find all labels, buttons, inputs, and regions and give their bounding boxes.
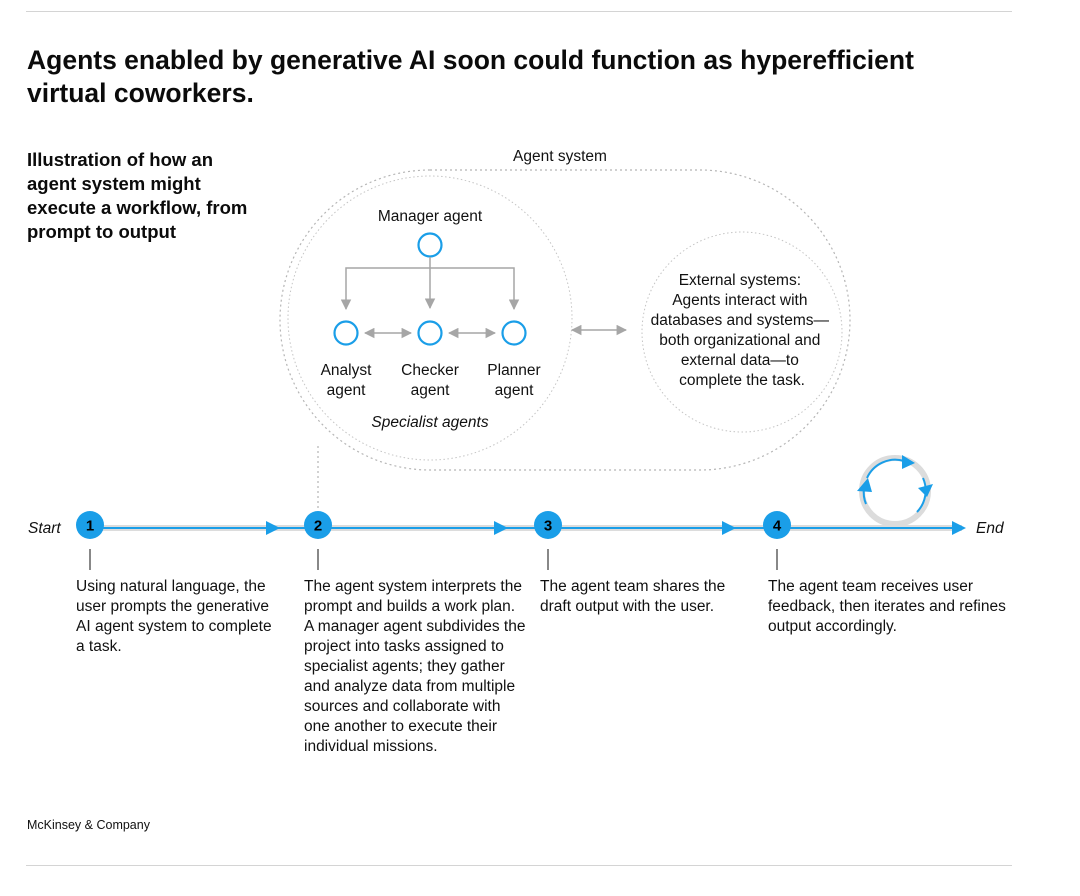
step-1-description: Using natural language, the user prompts…: [76, 578, 272, 655]
checker-agent-label-line2: agent: [411, 382, 450, 399]
step-2-description: The agent system interprets the prompt a…: [304, 578, 526, 755]
agent-hierarchy-circle: [287, 175, 573, 461]
timeline-end-arrow: [952, 521, 966, 535]
top-rule: [26, 11, 1012, 12]
step-4-description: The agent team receives user feedback, t…: [768, 578, 1006, 635]
feedback-loop-icon: [857, 455, 933, 527]
page-subtitle: Illustration of how an agent system migh…: [27, 149, 248, 242]
step-2-number: 2: [314, 518, 322, 535]
step-4-marker: [763, 511, 791, 539]
start-label: Start: [28, 520, 61, 537]
timeline-arrow: [494, 521, 508, 535]
analyst-agent-label-line1: Analyst: [321, 362, 373, 379]
analyst-agent-label-line2: agent: [327, 382, 366, 399]
step-1-number: 1: [86, 518, 94, 535]
specialist-agents-caption: Specialist agents: [371, 414, 488, 431]
page-title: Agents enabled by generative AI soon cou…: [27, 45, 914, 108]
agent-system-label: Agent system: [513, 148, 607, 165]
external-systems-line: both organizational and: [659, 332, 820, 349]
external-systems-text: External systems: Agents interact with d…: [651, 272, 834, 389]
timeline-arrow: [266, 521, 280, 535]
timeline-arrow: [722, 521, 736, 535]
planner-agent-label-line1: Planner: [487, 362, 540, 379]
external-systems-line: Agents interact with: [672, 292, 807, 309]
manager-branch-connector: [345, 267, 515, 308]
step-1-marker: [76, 511, 104, 539]
external-systems-line: databases and systems—: [651, 312, 830, 329]
planner-agent-node: [501, 320, 527, 346]
bottom-rule: [26, 865, 1012, 866]
step-2-marker: [304, 511, 332, 539]
source-credit: McKinsey & Company: [27, 818, 150, 832]
step-3-description: The agent team shares the draft output w…: [540, 578, 726, 615]
checker-agent-node: [417, 320, 443, 346]
external-systems-line: External systems:: [679, 272, 801, 289]
external-systems-line: external data—to: [681, 352, 799, 369]
agent-system-boundary: [279, 169, 851, 471]
manager-agent-label: Manager agent: [378, 208, 483, 225]
external-systems-line: complete the task.: [679, 372, 805, 389]
step-3-marker: [534, 511, 562, 539]
manager-agent-node: [417, 232, 443, 258]
end-label: End: [976, 520, 1005, 537]
analyst-agent-node: [333, 320, 359, 346]
step-4-number: 4: [773, 518, 782, 535]
external-systems-circle: [641, 231, 843, 433]
planner-agent-label-line2: agent: [495, 382, 534, 399]
checker-agent-label-line1: Checker: [401, 362, 459, 379]
step-3-number: 3: [544, 518, 552, 535]
